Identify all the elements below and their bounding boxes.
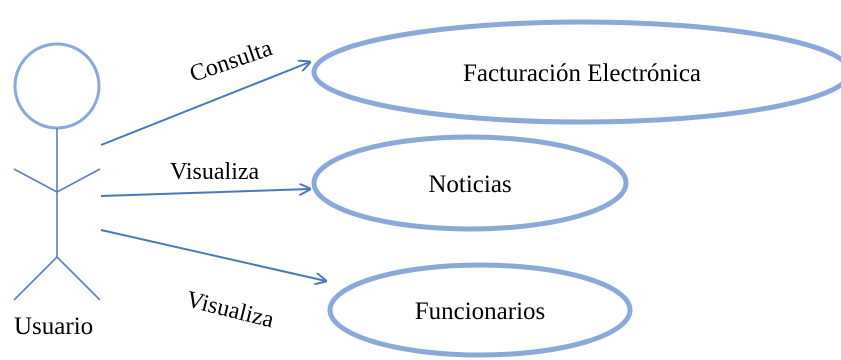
association-consulta: Consulta — [100, 35, 310, 146]
actor-right-leg — [56, 256, 101, 301]
actor-left-arm — [13, 168, 58, 193]
actor-label: Usuario — [14, 313, 93, 340]
use-case-funcionarios: Funcionarios — [327, 262, 633, 358]
actor-head — [13, 42, 101, 130]
use-case-noticias: Noticias — [311, 134, 629, 232]
use-case-ellipse — [311, 134, 629, 232]
use-case-label: Facturación Electrónica — [463, 60, 701, 87]
association-visualiza-noticias: Visualiza — [100, 159, 310, 197]
use-case-facturacion: Facturación Electrónica — [311, 19, 841, 125]
association-label: Visualiza — [184, 287, 277, 334]
actor-usuario: Usuario — [13, 42, 101, 340]
actor-left-leg — [13, 256, 58, 301]
association-arrow — [100, 62, 310, 146]
actor-right-arm — [56, 168, 101, 193]
use-case-ellipse — [327, 262, 633, 358]
use-case-label: Noticias — [428, 171, 511, 198]
association-visualiza-funcionarios: Visualiza — [100, 229, 326, 334]
association-label: Visualiza — [170, 159, 260, 185]
association-arrow — [100, 229, 326, 281]
association-arrow — [100, 189, 310, 197]
use-case-ellipse — [311, 19, 841, 125]
use-case-label: Funcionarios — [415, 298, 546, 325]
